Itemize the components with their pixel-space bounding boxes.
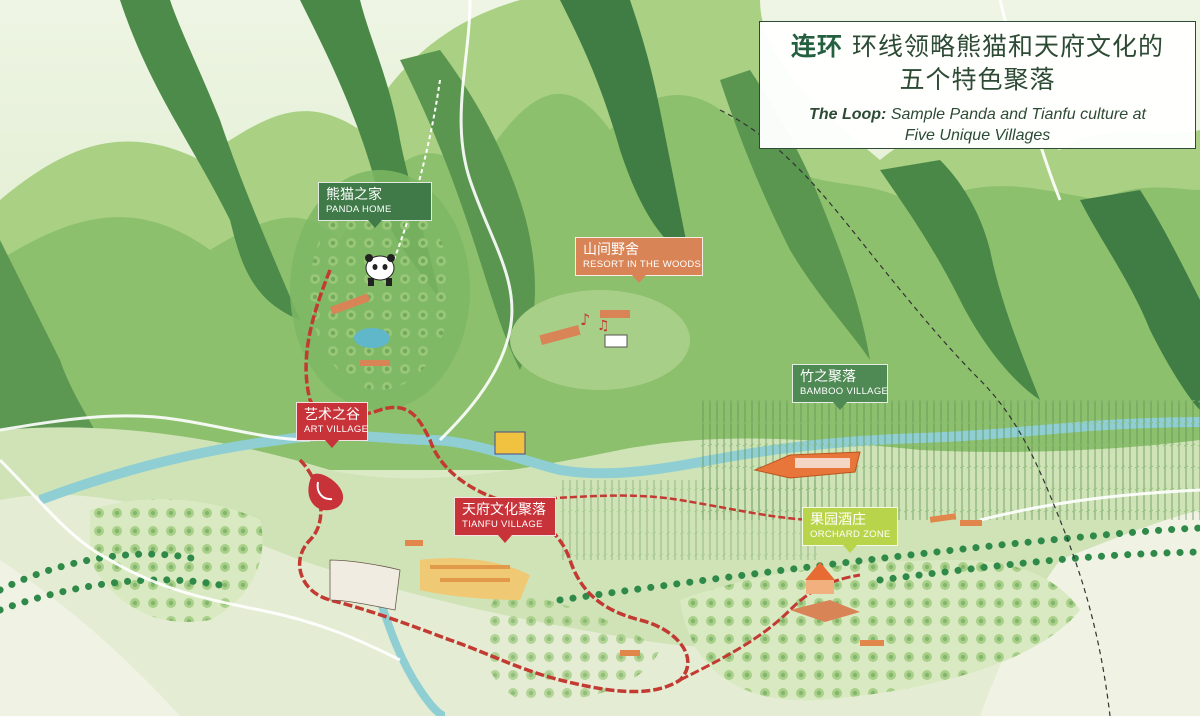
tag-panda-home-en: PANDA HOME	[326, 204, 392, 215]
rooftops	[405, 513, 982, 656]
title-en-line1: Sample Panda and Tianfu culture at	[890, 106, 1146, 123]
tree-row-2	[0, 576, 224, 614]
tree-row-3	[556, 524, 1200, 604]
title-cn-line1: 环线领略熊猫和天府文化的	[851, 32, 1164, 61]
tag-tianfu-village[interactable]: 天府文化聚落 TIANFU VILLAGE	[454, 497, 556, 543]
title-english: The Loop: Sample Panda and Tianfu cultur…	[760, 104, 1195, 146]
outer-field-left	[0, 560, 180, 716]
tag-tianfu-cn: 天府文化聚落	[462, 502, 546, 518]
bamboo-village-site	[753, 451, 861, 479]
panda-home-site	[329, 254, 395, 366]
resort-site: ♪ ♫	[539, 310, 630, 348]
tag-resort-cn: 山间野舍	[583, 242, 639, 258]
river-branch	[376, 598, 446, 716]
map-title-box: 连环 环线领略熊猫和天府文化的 五个特色聚落 The Loop: Sample …	[759, 21, 1196, 149]
tag-orchard-cn: 果园酒庄	[810, 512, 866, 528]
orchard-winery-site	[790, 562, 860, 622]
resort-hill	[510, 290, 690, 390]
title-cn-highlight: 连环	[791, 32, 844, 61]
tree-row-1	[0, 550, 204, 594]
music-note-icon: ♪	[580, 310, 590, 329]
svg-text:♫: ♫	[597, 318, 610, 334]
tag-art-village[interactable]: 艺术之谷 ART VILLAGE	[296, 402, 369, 448]
tag-panda-home[interactable]: 熊猫之家 PANDA HOME	[318, 182, 432, 228]
tag-resort-en: RESORT IN THE WOODS	[583, 259, 702, 270]
tree-row-4	[876, 548, 1200, 584]
tag-tianfu-en: TIANFU VILLAGE	[462, 519, 543, 530]
tag-bamboo-cn: 竹之聚落	[800, 369, 856, 385]
outer-field-right	[980, 510, 1200, 716]
title-cn-line2: 五个特色聚落	[899, 65, 1056, 94]
tag-bamboo-village[interactable]: 竹之聚落 BAMBOO VILLAGE	[792, 364, 889, 410]
tag-art-en: ART VILLAGE	[304, 424, 369, 435]
title-en-highlight: The Loop:	[809, 106, 887, 123]
tag-orchard-zone[interactable]: 果园酒庄 ORCHARD ZONE	[802, 507, 898, 553]
loop-route	[298, 269, 690, 694]
tag-art-cn: 艺术之谷	[304, 407, 360, 423]
trail-dashed	[389, 79, 441, 271]
orchard-area	[90, 499, 1080, 701]
tag-bamboo-en: BAMBOO VILLAGE	[800, 386, 889, 397]
title-en-line2: Five Unique Villages	[904, 127, 1051, 144]
art-village-site	[308, 473, 401, 611]
title-chinese: 连环 环线领略熊猫和天府文化的 五个特色聚落	[760, 30, 1195, 96]
panda-icon	[365, 254, 395, 286]
tag-panda-home-cn: 熊猫之家	[326, 187, 382, 203]
tianfu-village-site	[420, 431, 530, 600]
tag-orchard-en: ORCHARD ZONE	[810, 529, 891, 540]
mountain-range	[0, 0, 1200, 471]
tag-resort-woods[interactable]: 山间野舍 RESORT IN THE WOODS	[575, 237, 703, 283]
